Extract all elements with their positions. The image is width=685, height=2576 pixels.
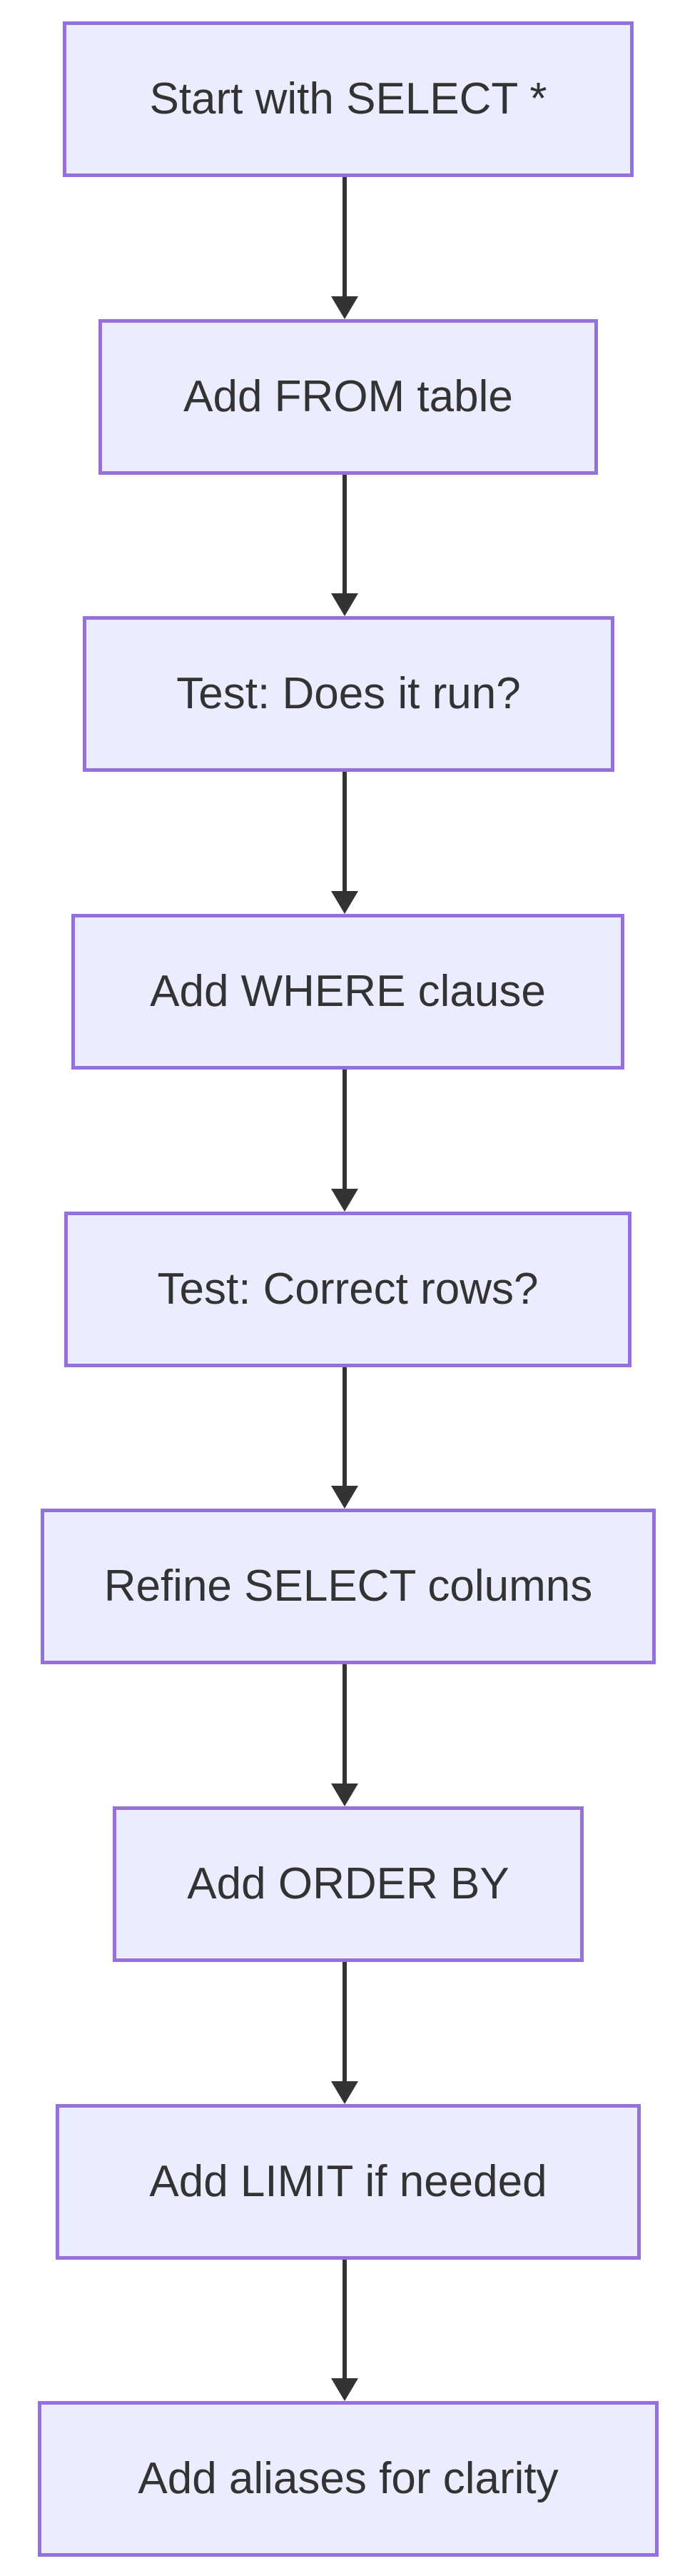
arrowhead-icon [331, 1189, 358, 1212]
arrowhead-icon [331, 891, 358, 914]
flow-node-label: Add FROM table [183, 371, 513, 421]
flow-node-label: Refine SELECT columns [103, 1561, 593, 1611]
flow-node-test-does-it-run: Test: Does it run? [83, 616, 614, 772]
flow-node-add-limit-if-needed: Add LIMIT if needed [56, 2104, 641, 2260]
flow-node-start-with-select: Start with SELECT * [63, 21, 634, 177]
flow-node-label: Add aliases for clarity [138, 2453, 559, 2503]
edge-line-f-g [342, 1664, 347, 1786]
flow-node-add-where-clause: Add WHERE clause [71, 914, 624, 1070]
flow-node-add-aliases-for-clarity: Add aliases for clarity [38, 2401, 659, 2557]
flow-node-label: Add ORDER BY [187, 1858, 509, 1908]
flow-node-test-correct-rows: Test: Correct rows? [64, 1212, 631, 1367]
arrowhead-icon [331, 2378, 358, 2401]
flow-node-add-from-table: Add FROM table [98, 319, 598, 475]
flow-node-add-order-by: Add ORDER BY [113, 1806, 584, 1962]
edge-line-e-f [342, 1367, 347, 1489]
arrowhead-icon [331, 1486, 358, 1509]
arrowhead-icon [331, 2081, 358, 2104]
edge-line-h-i [342, 2260, 347, 2381]
flow-node-label: Test: Does it run? [176, 668, 521, 718]
edge-line-d-e [342, 1070, 347, 1192]
arrowhead-icon [331, 593, 358, 616]
edge-line-g-h [342, 1962, 347, 2084]
edge-line-c-d [342, 772, 347, 894]
flow-node-label: Start with SELECT * [149, 74, 547, 124]
edge-line-b-c [342, 475, 347, 596]
edge-line-a-b [342, 177, 347, 299]
flow-node-label: Add LIMIT if needed [149, 2156, 547, 2206]
arrowhead-icon [331, 1783, 358, 1806]
flow-node-label: Test: Correct rows? [157, 1264, 539, 1314]
flow-node-refine-select-columns: Refine SELECT columns [41, 1509, 656, 1664]
arrowhead-icon [331, 296, 358, 319]
flow-node-label: Add WHERE clause [150, 966, 546, 1016]
